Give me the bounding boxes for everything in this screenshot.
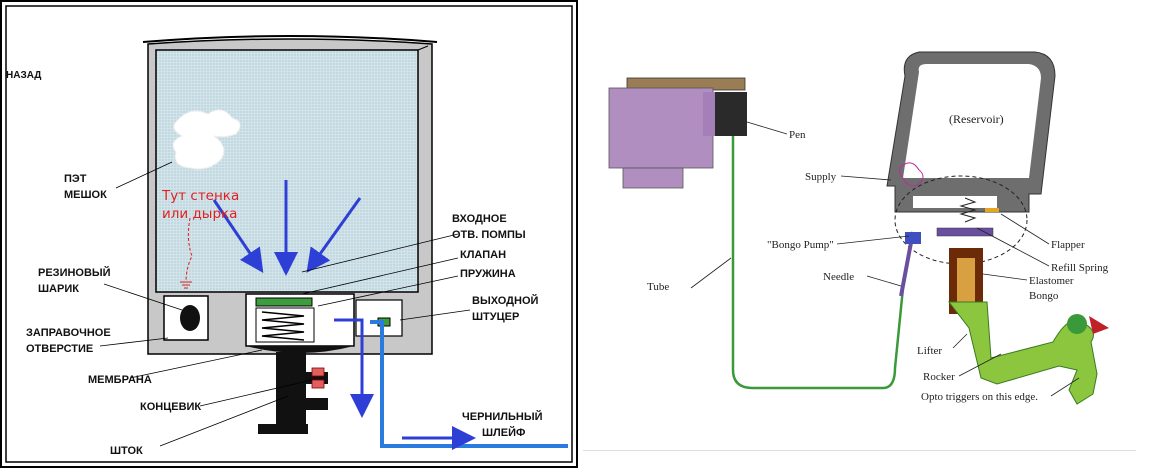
valve-label: КЛАПАН <box>460 249 506 261</box>
lifter-label: Lifter <box>917 345 942 357</box>
refill-spring-label: Refill Spring <box>1051 262 1109 274</box>
membrane-label: МЕМБРАНА <box>88 374 152 386</box>
rod-label: ШТОК <box>110 445 143 457</box>
rubber-ball <box>180 305 200 331</box>
fill-hole-label-line2: ОТВЕРСТИЕ <box>26 343 93 355</box>
elastomer-label-line2: Bongo <box>1029 290 1059 302</box>
bongo-pump-label: "Bongo Pump" <box>767 239 834 251</box>
bongo-pump-diagram: Pen (Reservoir) Supply "Bongo Pump" Tube… <box>583 18 1136 448</box>
pen-label: Pen <box>789 129 806 141</box>
rubber-ball-label-line1: РЕЗИНОВЫЙ <box>38 266 111 279</box>
supply-label: Supply <box>805 171 837 183</box>
ink-pump-diagram: НАЗАД <box>0 0 578 468</box>
outlet-label-line2: ШТУЦЕР <box>472 311 519 323</box>
limit-switch-label: КОНЦЕВИК <box>140 401 201 413</box>
rubber-ball-label-line2: ШАРИК <box>38 283 79 295</box>
ink-flow-arrows <box>212 180 374 418</box>
membrane <box>246 346 354 353</box>
rocker-pivot <box>1067 314 1087 334</box>
refill-spring <box>959 197 977 223</box>
inlet-label-line1: ВХОДНОЕ <box>452 213 507 225</box>
pet-bag-shape <box>172 109 241 170</box>
rocker-tip <box>1089 316 1109 334</box>
rod <box>258 352 328 434</box>
opto-label: Opto triggers on this edge. <box>921 391 1038 403</box>
back-link[interactable]: НАЗАД <box>6 70 41 81</box>
wall-hole-label-line2: или дырка <box>162 206 237 222</box>
rocker-label: Rocker <box>923 371 955 383</box>
valve-plate <box>255 297 313 307</box>
supply-valve <box>899 162 924 187</box>
spring-label: ПРУЖИНА <box>460 268 516 280</box>
elastomer-plate <box>936 227 994 237</box>
pump-spring <box>261 311 305 341</box>
pet-bag-label-line2: МЕШОК <box>64 189 107 201</box>
reservoir <box>886 51 1056 213</box>
lifter-rocker <box>947 301 1098 405</box>
ink-loop-label-line2: ШЛЕЙФ <box>482 426 525 439</box>
wall-hole-label-line1: Тут стенка <box>161 188 239 204</box>
flapper-label: Flapper <box>1051 239 1085 251</box>
ink-loop-label-line1: ЧЕРНИЛЬНЫЙ <box>462 410 543 423</box>
pet-bag-label-line1: ПЭТ <box>64 173 87 185</box>
ink-tube <box>731 136 905 390</box>
reservoir-label: (Reservoir) <box>949 112 1004 126</box>
outlet-label-line1: ВЫХОДНОЙ <box>472 294 539 307</box>
inlet-label-line2: ОТВ. ПОМПЫ <box>452 229 526 241</box>
limit-switch <box>311 367 325 389</box>
wall-hole-wire <box>185 217 193 283</box>
flapper <box>985 208 999 212</box>
fill-hole-label-line1: ЗАПРАВОЧНОЕ <box>26 327 111 339</box>
tube-label: Tube <box>647 281 669 293</box>
elastomer-label-line1: Elastomer <box>1029 275 1074 287</box>
needle-label: Needle <box>823 271 854 283</box>
panel-divider <box>583 450 1136 451</box>
pen-cartridge <box>608 77 747 189</box>
